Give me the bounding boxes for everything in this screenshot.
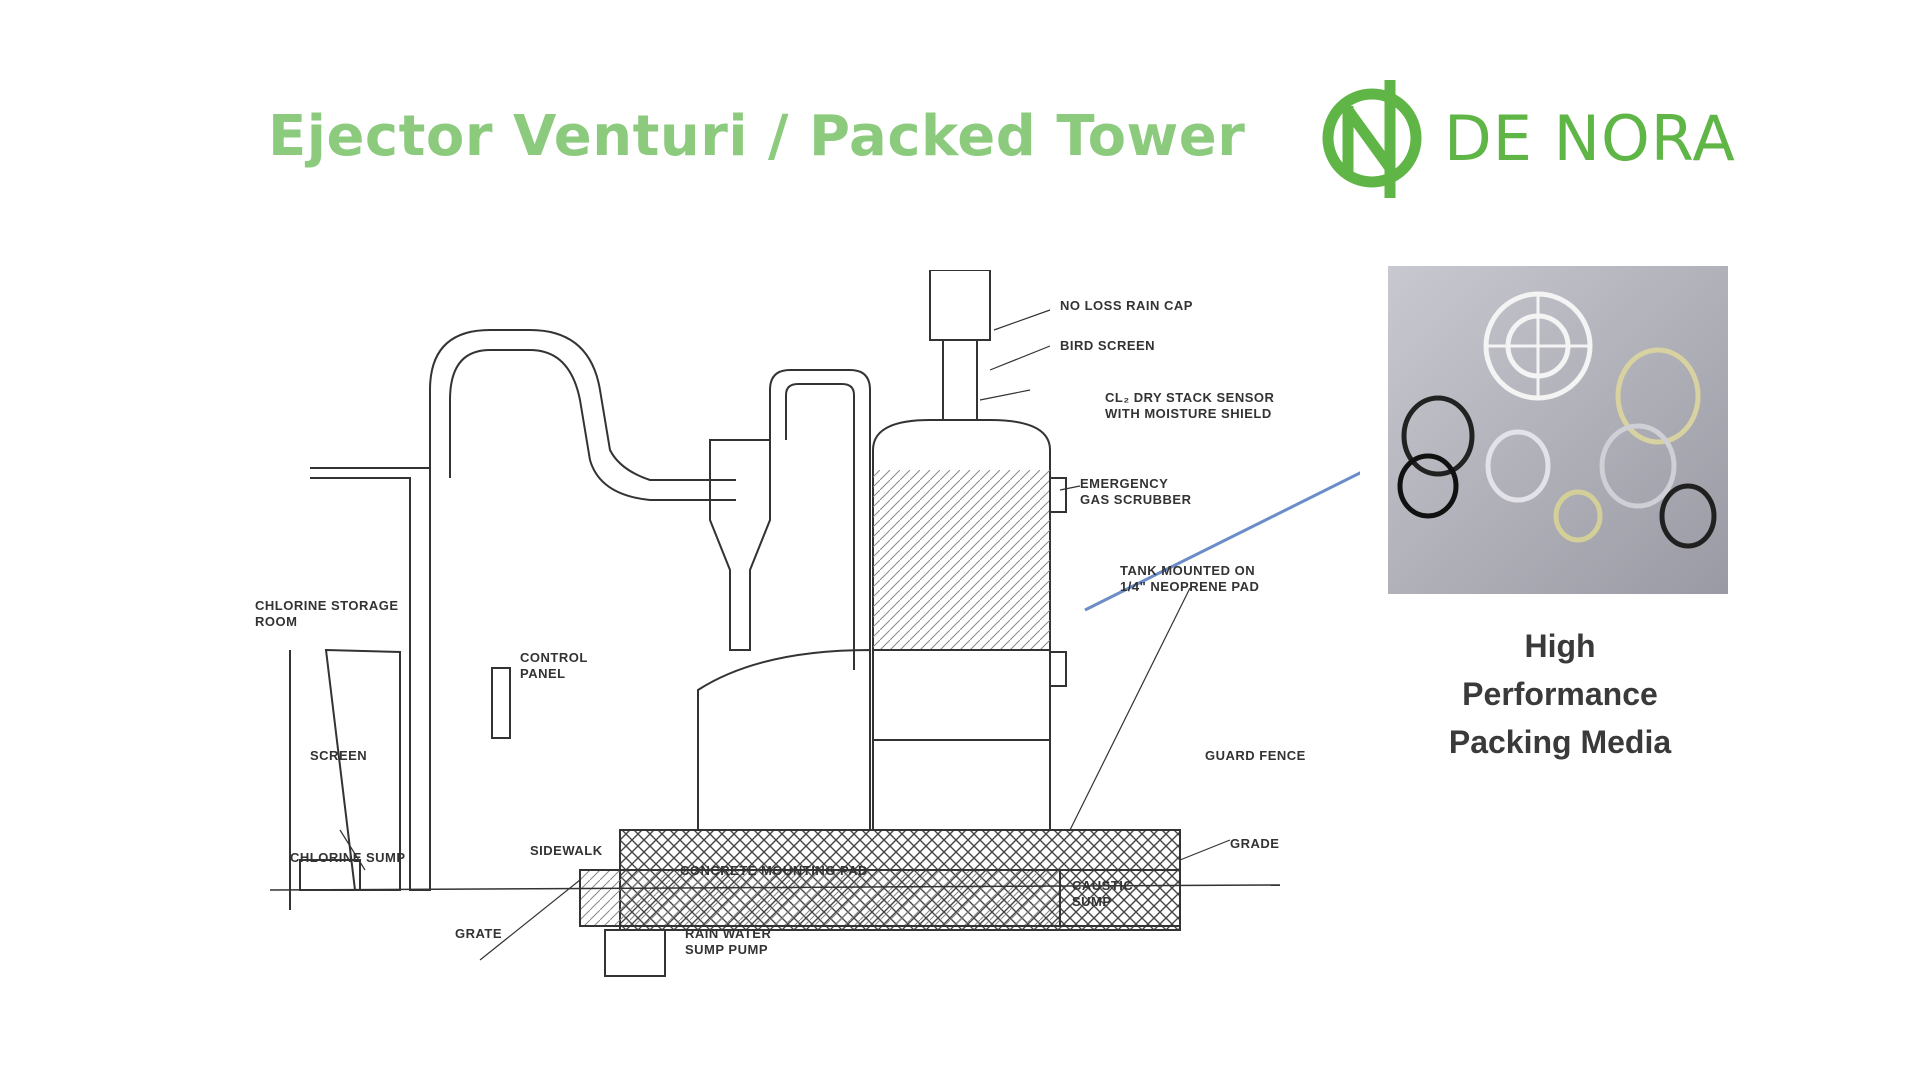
duct-loop (429, 329, 736, 481)
label-chlorine-sump: CHLORINE SUMP (290, 850, 406, 865)
label-grate: GRATE (455, 926, 502, 941)
venturi-ejector (709, 439, 771, 651)
white-ring (1483, 291, 1593, 401)
slide-title: Ejector Venturi / Packed Tower (268, 104, 1246, 169)
de-nora-logo-mark (1322, 80, 1422, 198)
label-sensor-2: WITH MOISTURE SHIELD (1105, 406, 1272, 421)
label-tank-2: 1/4" NEOPRENE PAD (1120, 579, 1259, 594)
control-panel (491, 667, 511, 739)
sump-tank (697, 648, 871, 831)
de-nora-logo: DE NORA (1310, 76, 1735, 206)
label-control-2: PANEL (520, 666, 566, 681)
label-guard-fence: GUARD FENCE (1205, 748, 1306, 763)
label-bird-screen: BIRD SCREEN (1060, 338, 1155, 353)
label-grade: GRADE (1230, 836, 1279, 851)
packed-tower (872, 419, 1051, 831)
label-rain-cap: NO LOSS RAIN CAP (1060, 298, 1193, 313)
rain-cap (929, 270, 991, 341)
label-sidewalk: SIDEWALK (530, 843, 603, 858)
label-scrubber-1: EMERGENCY (1080, 476, 1168, 491)
rain-water-sump (604, 929, 666, 977)
label-rain-water-2: SUMP PUMP (685, 942, 768, 957)
label-storage-2: ROOM (255, 614, 297, 629)
concrete-pad (579, 869, 1061, 927)
label-scrubber-2: GAS SCRUBBER (1080, 492, 1192, 507)
label-storage-1: CHLORINE STORAGE (255, 598, 399, 613)
label-screen: SCREEN (310, 748, 367, 763)
media-pointer (1084, 471, 1360, 612)
label-sensor-1: CL₂ DRY STACK SENSOR (1105, 390, 1274, 405)
label-concrete-pad: CONCRETE MOUNTING PAD (680, 863, 868, 878)
label-tank-1: TANK MOUNTED ON (1120, 563, 1255, 578)
packing-media-caption: High Performance Packing Media (1400, 622, 1720, 766)
inlet-duct (310, 467, 431, 891)
caption-line-2: Performance (1462, 676, 1658, 712)
label-rain-water-1: RAIN WATER (685, 926, 771, 941)
label-control-1: CONTROL (520, 650, 588, 665)
packing-media-photo (1388, 266, 1728, 594)
caustic-sump (1059, 869, 1181, 927)
caption-line-1: High (1524, 628, 1596, 664)
black-ring (1401, 395, 1475, 477)
label-caustic-1: CAUSTIC (1072, 878, 1133, 893)
yellow-ring (1615, 347, 1701, 445)
label-caustic-2: SUMP (1072, 894, 1112, 909)
scrubber-diagram: NO LOSS RAIN CAP BIRD SCREEN CL₂ DRY STA… (255, 270, 1360, 977)
caption-line-3: Packing Media (1448, 724, 1672, 760)
brand-name: DE NORA (1444, 102, 1736, 175)
